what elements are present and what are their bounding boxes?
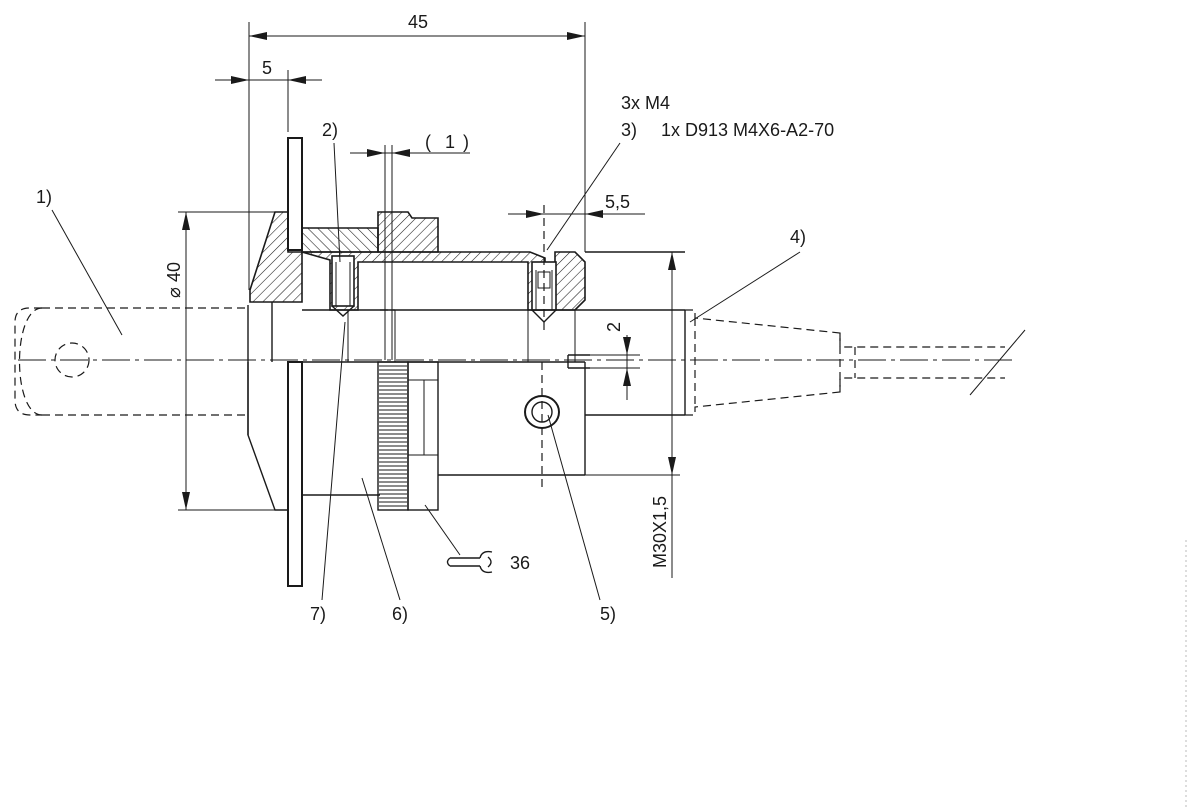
dim-clearance: 2: [590, 322, 640, 400]
slot: [567, 354, 590, 369]
diameter-symbol: ⌀: [164, 287, 184, 298]
callout-6: 6): [361, 477, 408, 624]
sensor-cable: [685, 309, 1026, 416]
callout-4: 4): [689, 227, 806, 323]
setscrew-2: [331, 255, 355, 307]
handle-pin: [14, 307, 248, 416]
screw-spec-note: 1x D913 M4X6-A2-70: [661, 120, 834, 140]
knurled-nut: [377, 361, 439, 511]
dim-gap-open-paren: (: [425, 132, 431, 152]
section-view: [249, 211, 586, 323]
callout-5: 5): [547, 414, 616, 624]
callout-4-label: 4): [790, 227, 806, 247]
wrench-size-label: 36: [510, 553, 530, 573]
wrench-icon: [446, 550, 493, 574]
dim-gap-label: 1: [445, 132, 455, 152]
callout-6-label: 6): [392, 604, 408, 624]
dim-flange-offset: 5: [215, 58, 322, 132]
dim-thread-label: M30X1,5: [650, 496, 670, 568]
callout-7-label: 7): [310, 604, 326, 624]
callout-7: 7): [310, 321, 346, 624]
callout-2-label: 2): [322, 120, 338, 140]
dim-gap-close-paren: ): [463, 132, 469, 152]
screw-head: [524, 362, 560, 490]
cone-body-outline: [247, 302, 288, 511]
screw-qty-note: 3x M4: [621, 93, 670, 113]
callout-1-label: 1): [36, 187, 52, 207]
callout-5-label: 5): [600, 604, 616, 624]
dim-5-label: 5: [262, 58, 272, 78]
dim-45-label: 45: [408, 12, 428, 32]
body-outline: [302, 251, 686, 496]
dim-screw-offset: 5,5: [508, 192, 645, 330]
callout-1: 1): [36, 187, 123, 336]
flange-plate: [287, 137, 303, 587]
dim-diameter: ⌀ 40: [164, 211, 275, 511]
dim-gap: ( 1 ): [350, 132, 470, 360]
dim-5-5-label: 5,5: [605, 192, 630, 212]
callout-2: 2): [322, 120, 341, 263]
dim-40-label: 40: [164, 262, 184, 282]
dim-thread: M30X1,5: [585, 251, 680, 578]
callout-3: 3x M4 3) 1x D913 M4X6-A2-70: [546, 93, 834, 251]
dim-2-label: 2: [604, 322, 624, 332]
callout-3-label: 3): [621, 120, 637, 140]
wrench-callout: 36: [424, 504, 530, 574]
